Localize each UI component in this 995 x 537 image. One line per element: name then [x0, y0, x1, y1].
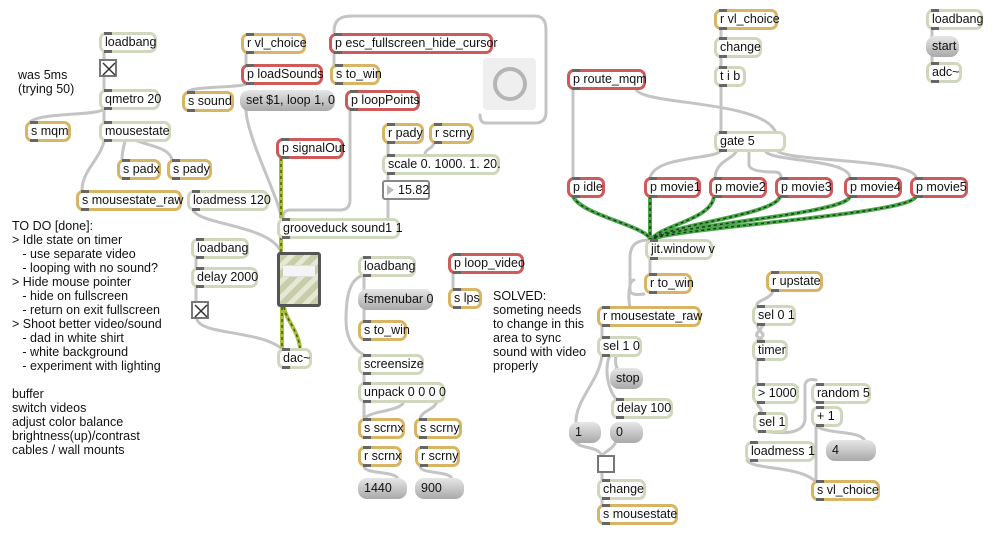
grooveduck-object[interactable]: grooveduck sound1 1	[277, 218, 403, 239]
delay-2000[interactable]: delay 2000	[191, 267, 258, 288]
send-mqm[interactable]: s mqm	[25, 121, 71, 142]
mousestate-object[interactable]: mousestate	[99, 121, 171, 142]
send-to-win[interactable]: s to_win	[358, 320, 410, 341]
loadmess-120[interactable]: loadmess 120	[187, 190, 271, 211]
subpatch-idle[interactable]: p idle	[567, 177, 605, 198]
message-fsmenubar[interactable]: fsmenubar 0	[358, 289, 433, 310]
subpatch-movie3[interactable]: p movie3	[775, 177, 833, 198]
message-1440[interactable]: 1440	[358, 478, 407, 499]
loadbang-object[interactable]: loadbang	[191, 238, 249, 259]
delay-100[interactable]: delay 100	[611, 398, 673, 419]
screensize-object[interactable]: screensize	[358, 354, 424, 375]
change-object[interactable]: change	[597, 479, 646, 500]
unpack-object[interactable]: unpack 0 0 0 0	[358, 382, 446, 403]
message-start[interactable]: start	[926, 36, 959, 57]
subpatch-movie2[interactable]: p movie2	[709, 177, 767, 198]
subpatch-looppoints[interactable]: p loopPoints	[345, 90, 420, 111]
receive-vl-choice[interactable]: r vl_choice	[241, 33, 307, 54]
subpatch-loadsounds[interactable]: p loadSounds	[241, 64, 323, 85]
message-1[interactable]: 1	[569, 422, 601, 443]
receive-scrny[interactable]: r scrny	[415, 446, 460, 467]
receive-scrnx[interactable]: r scrnx	[358, 446, 402, 467]
ring-icon	[493, 67, 527, 101]
send-sound[interactable]: s sound	[182, 91, 234, 112]
receive-pady[interactable]: r pady	[382, 123, 424, 144]
trigger-object[interactable]: t i b	[714, 66, 746, 87]
send-mousestate-raw[interactable]: s mousestate_raw	[76, 190, 183, 211]
sel-0-1[interactable]: sel 0 1	[752, 305, 796, 326]
receive-scrny[interactable]: r scrny	[429, 123, 474, 144]
message-900[interactable]: 900	[415, 478, 464, 499]
receive-upstate[interactable]: r upstate	[766, 271, 823, 292]
jit-window-object[interactable]: jit.window v	[645, 239, 715, 260]
subpatch-route-mqm[interactable]: p route_mqm	[567, 69, 647, 90]
message-0[interactable]: 0	[610, 422, 643, 443]
loadbang-object[interactable]: loadbang	[99, 32, 157, 53]
random-5[interactable]: random 5	[811, 383, 871, 404]
sel-1-0[interactable]: sel 1 0	[597, 336, 642, 357]
send-mousestate[interactable]: s mousestate	[597, 504, 678, 525]
loadmess-1[interactable]: loadmess 1	[745, 441, 815, 462]
send-scrny[interactable]: s scrny	[414, 418, 462, 439]
comment-was-5ms: was 5ms (trying 50)	[18, 68, 75, 96]
plus-1[interactable]: + 1	[811, 406, 843, 427]
send-scrnx[interactable]: s scrnx	[358, 418, 405, 439]
number-box[interactable]: 15.82	[382, 180, 430, 200]
receive-mousestate-raw[interactable]: r mousestate_raw	[597, 306, 702, 327]
message-4[interactable]: 4	[826, 440, 876, 461]
change-object[interactable]: change	[714, 37, 762, 58]
x-icon	[102, 62, 116, 76]
subpatch-signalout[interactable]: p signalOut	[276, 138, 345, 159]
loadbang-object[interactable]: loadbang	[358, 256, 416, 277]
qmetro-object[interactable]: qmetro 20	[99, 89, 161, 110]
send-vl-choice[interactable]: s vl_choice	[811, 480, 880, 501]
comment-solved: SOLVED: someting needs to change in this…	[493, 289, 587, 373]
message-stop[interactable]: stop	[610, 368, 643, 389]
dac-object[interactable]: dac~	[277, 348, 312, 369]
toggle-checked[interactable]	[99, 59, 117, 77]
subpatch-movie5[interactable]: p movie5	[910, 177, 968, 198]
scale-object[interactable]: scale 0. 1000. 1. 20.	[382, 154, 501, 175]
sel-1[interactable]: sel 1	[753, 412, 788, 433]
loadbang-object[interactable]: loadbang	[926, 9, 983, 30]
send-pady[interactable]: s pady	[167, 159, 212, 180]
receive-vl-choice[interactable]: r vl_choice	[714, 9, 780, 30]
adc-object[interactable]: adc~	[926, 62, 962, 83]
sfplay-waveform[interactable]	[277, 252, 321, 307]
receive-to-win[interactable]: r to_win	[644, 273, 694, 294]
x-icon	[194, 304, 208, 318]
subpatch-loop-video[interactable]: p loop_video	[448, 253, 525, 274]
waveform-bar	[283, 265, 315, 277]
toggle-checked[interactable]	[191, 301, 209, 319]
gate-object[interactable]: gate 5	[714, 131, 786, 152]
timer-object[interactable]: timer	[752, 340, 788, 361]
send-to-win[interactable]: s to_win	[330, 64, 382, 85]
send-lps[interactable]: s lps	[448, 288, 482, 309]
subpatch-esc-fullscreen[interactable]: p esc_fullscreen_hide_cursor	[329, 33, 498, 54]
greater-than-1000[interactable]: > 1000	[752, 383, 799, 404]
toggle-unchecked[interactable]	[597, 455, 615, 473]
message-set-loop[interactable]: set $1, loop 1, 0	[240, 90, 335, 111]
subpatch-movie1[interactable]: p movie1	[644, 177, 701, 198]
comment-todo: TO DO [done]: > Idle state on timer - us…	[12, 219, 162, 457]
ring-button[interactable]	[483, 58, 536, 110]
subpatch-movie4[interactable]: p movie4	[844, 177, 902, 198]
send-padx[interactable]: s padx	[117, 159, 161, 180]
